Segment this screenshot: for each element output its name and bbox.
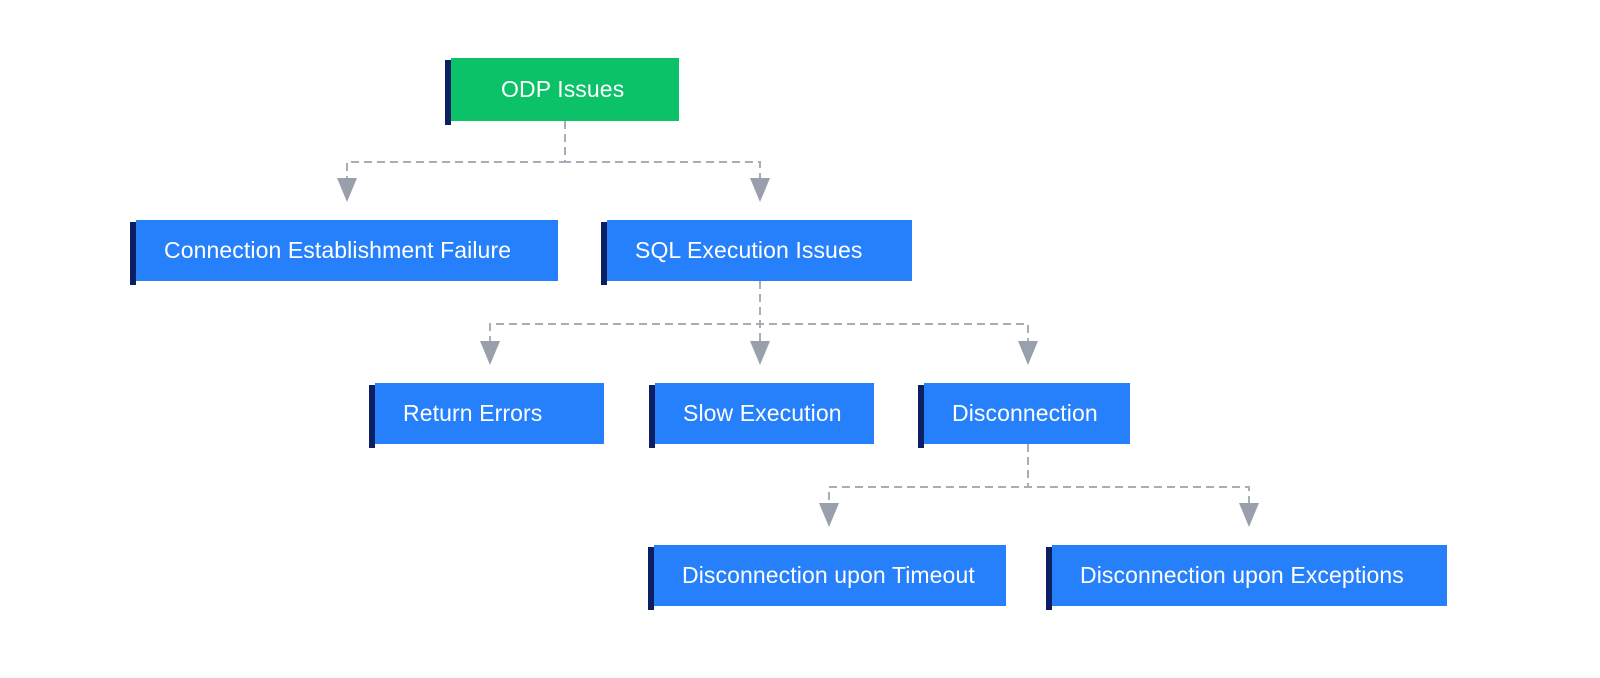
- edge-sql-execution-issues-to-disconnection: [759, 281, 1038, 365]
- node-label: Disconnection upon Exceptions: [1080, 562, 1404, 588]
- node-label: Return Errors: [403, 400, 543, 426]
- edge-sql-execution-issues-to-return-errors: [480, 281, 761, 365]
- node-accent-bar: [601, 222, 607, 285]
- node-return-errors[interactable]: Return Errors: [369, 383, 604, 448]
- node-connection-establishment-failure[interactable]: Connection Establishment Failure: [130, 220, 558, 285]
- node-accent-bar: [648, 547, 654, 610]
- node-slow-execution[interactable]: Slow Execution: [649, 383, 874, 448]
- edge-disconnection-to-disconnection-upon-timeout: [819, 444, 1029, 527]
- edge-disconnection-to-disconnection-upon-exceptions: [1027, 444, 1259, 527]
- node-accent-bar: [918, 385, 924, 448]
- node-label: SQL Execution Issues: [635, 237, 863, 263]
- node-accent-bar: [1046, 547, 1052, 610]
- edge-odp-issues-to-sql-execution-issues: [564, 121, 770, 202]
- node-disconnection-upon-exceptions[interactable]: Disconnection upon Exceptions: [1046, 545, 1447, 610]
- node-accent-bar: [369, 385, 375, 448]
- node-accent-bar: [445, 60, 451, 125]
- node-label: Disconnection upon Timeout: [682, 562, 975, 588]
- edge-odp-issues-to-connection-establishment-failure: [337, 121, 566, 202]
- node-disconnection[interactable]: Disconnection: [918, 383, 1130, 448]
- node-accent-bar: [649, 385, 655, 448]
- node-sql-execution-issues[interactable]: SQL Execution Issues: [601, 220, 912, 285]
- node-disconnection-upon-timeout[interactable]: Disconnection upon Timeout: [648, 545, 1006, 610]
- node-label: ODP Issues: [501, 76, 625, 102]
- node-label: Disconnection: [952, 400, 1098, 426]
- node-label: Slow Execution: [683, 400, 842, 426]
- node-label: Connection Establishment Failure: [164, 237, 512, 263]
- node-accent-bar: [130, 222, 136, 285]
- node-odp-issues[interactable]: ODP Issues: [445, 58, 679, 125]
